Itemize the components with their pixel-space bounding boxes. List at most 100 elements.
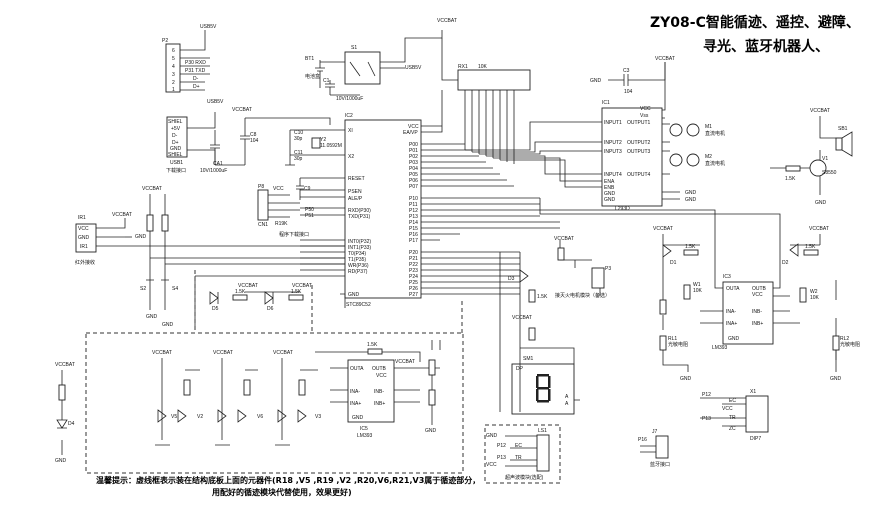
ic2-rxd: RXD(P30): [348, 208, 371, 214]
bt1-desc: 电池盒: [305, 73, 320, 80]
p2-sig-dp: D+: [193, 84, 200, 90]
d2-r: 1.5K: [805, 244, 816, 250]
ic3-vcbat-l: VCCBAT: [653, 226, 673, 232]
ic1-vss: Vss: [640, 113, 649, 119]
usb1-connector: SHIEL +5V D- D+ GND SHIEL USB1 下载接口 USB5…: [166, 99, 331, 174]
d4-gnd: GND: [55, 458, 67, 464]
ic2-p14: P14: [409, 220, 418, 226]
p2-pin3: 3: [172, 72, 175, 78]
rl2-desc: 光敏电阻: [840, 341, 860, 348]
p2-pin2: 2: [172, 80, 175, 86]
p3-desc: 接灭火电机模块（备选）: [555, 292, 610, 299]
p2-pin6: 6: [172, 48, 175, 54]
ic1-in3: INPUT3: [604, 149, 622, 155]
v5-label: V5: [171, 414, 177, 420]
ic1-driver: IC1 L293D VCC Vss INPUT1 OUTPUT1 INPUT2 …: [465, 62, 697, 212]
ic5-ina+: INA+: [350, 401, 361, 407]
ir1-label: IR1: [78, 215, 86, 221]
rl1-desc: 光敏电阻: [668, 341, 688, 348]
ls1-desc: 超声波模块(选配): [505, 474, 544, 481]
usb1-usb5v: USB5V: [207, 99, 224, 105]
motors: M1 直流电机 M2 直流电机: [662, 123, 725, 175]
m1-right-circle: [686, 123, 700, 137]
ic2-x2: X2: [348, 154, 354, 160]
d3-label: D3: [508, 276, 515, 282]
ic5-part: LM393: [357, 433, 373, 439]
x1-zc: ZC: [729, 426, 736, 432]
ic3-inb+: INB+: [752, 321, 763, 327]
w2-val: 10K: [810, 295, 820, 301]
ic1-gnd1: GND: [604, 191, 616, 197]
ic2-p03: P03: [409, 160, 418, 166]
p2-pin5: 5: [172, 56, 175, 62]
ir1-receiver: IR1 VCC GND IR1 红外接收 VCCBAT GND: [75, 212, 345, 266]
d3-led: D3 1.5K: [508, 269, 548, 341]
x1-ec: EC: [729, 398, 736, 404]
seg-a: [537, 374, 549, 377]
ic2-p12: P12: [409, 208, 418, 214]
seg-d: [537, 400, 549, 403]
c1-label: C1: [323, 78, 330, 84]
rx1-label: RX1: [458, 64, 468, 70]
seg-b: [548, 376, 551, 388]
w1-val: 10K: [693, 288, 703, 294]
ir1-gnd: GND: [78, 235, 90, 241]
ic2-int0: INT0(P32): [348, 239, 371, 245]
d6-vcbat: VCCBAT: [292, 283, 312, 289]
m2-label: M2: [705, 154, 712, 160]
s1-label: S1: [351, 45, 357, 51]
usb-pin-shiel2: SHIEL: [168, 152, 183, 158]
d5-r: 1.5K: [235, 289, 246, 295]
ls1-ec: EC: [515, 443, 522, 449]
note-line1: 温馨提示：虚线框表示装在结构底板上面的元器件(R18 ,V5 ,R19 ,V2 …: [96, 475, 480, 485]
ic5-label: IC5: [360, 426, 368, 432]
ls1-tr: TR: [515, 455, 522, 461]
ic2-vcc: VCC: [408, 124, 419, 130]
ir1-ir: IR1: [80, 244, 88, 250]
p2-pin1: 1: [172, 87, 175, 93]
ic1-out4: OUTPUT4: [627, 172, 651, 178]
ls1-gnd: GND: [486, 433, 498, 439]
ic3-outa: OUTA: [726, 286, 740, 292]
p2-sig-txd: P31 TXD: [185, 68, 206, 74]
ls1-dashed-frame: [484, 424, 561, 484]
d3-r: 1.5K: [537, 294, 548, 300]
ic2-p01: P01: [409, 148, 418, 154]
sm1-vcbat: VCCBAT: [512, 315, 532, 321]
cn1-label: CN1: [258, 222, 268, 228]
ic2-p06: P06: [409, 178, 418, 184]
ic2-p13: P13: [409, 214, 418, 220]
sm1-display: SM1 DP A A VCCBAT: [499, 252, 580, 415]
p8-p50: P50: [305, 207, 314, 213]
ic3-gndtxt1: GND: [680, 376, 692, 382]
ic2-t1: T1(P35): [348, 257, 366, 263]
c3-cap: GND C3 104 VCCBAT: [590, 56, 675, 95]
ir1-gndtxt: GND: [135, 234, 147, 240]
ic2-psen: PSEN: [348, 189, 362, 195]
ic1-enb: ENB: [604, 185, 615, 191]
ic3-vcc: VCC: [752, 292, 763, 298]
left-buttons: VCCBAT S2 S4 GND GND: [140, 186, 345, 328]
rl1-label: RL1: [668, 336, 677, 342]
ic2-p07: P07: [409, 184, 418, 190]
v1-part: S8550: [822, 170, 837, 176]
c11-val: 30p: [294, 156, 303, 162]
ic3-ina-: INA-: [726, 309, 736, 315]
c3-gnd: GND: [590, 78, 602, 84]
c3-label: C3: [623, 68, 630, 74]
usb1-desc: 下载接口: [166, 167, 186, 174]
d2-label: D2: [782, 260, 789, 266]
usb-pin-dm: D-: [172, 133, 178, 139]
seg-g: [537, 387, 549, 390]
ic5-outb: OUTB: [372, 366, 387, 372]
ic2-p10: P10: [409, 196, 418, 202]
v2-vcbat: VCCBAT: [213, 350, 233, 356]
s2-gnd: GND: [146, 314, 158, 320]
ls1-p13: P13: [497, 455, 506, 461]
cn-desc: 程序下载接口: [279, 231, 309, 238]
d6-label: D6: [267, 306, 274, 312]
p3-label: P3: [605, 266, 611, 272]
ic1-out3: OUTPUT3: [627, 149, 651, 155]
ir1-vcbat: VCCBAT: [112, 212, 132, 218]
